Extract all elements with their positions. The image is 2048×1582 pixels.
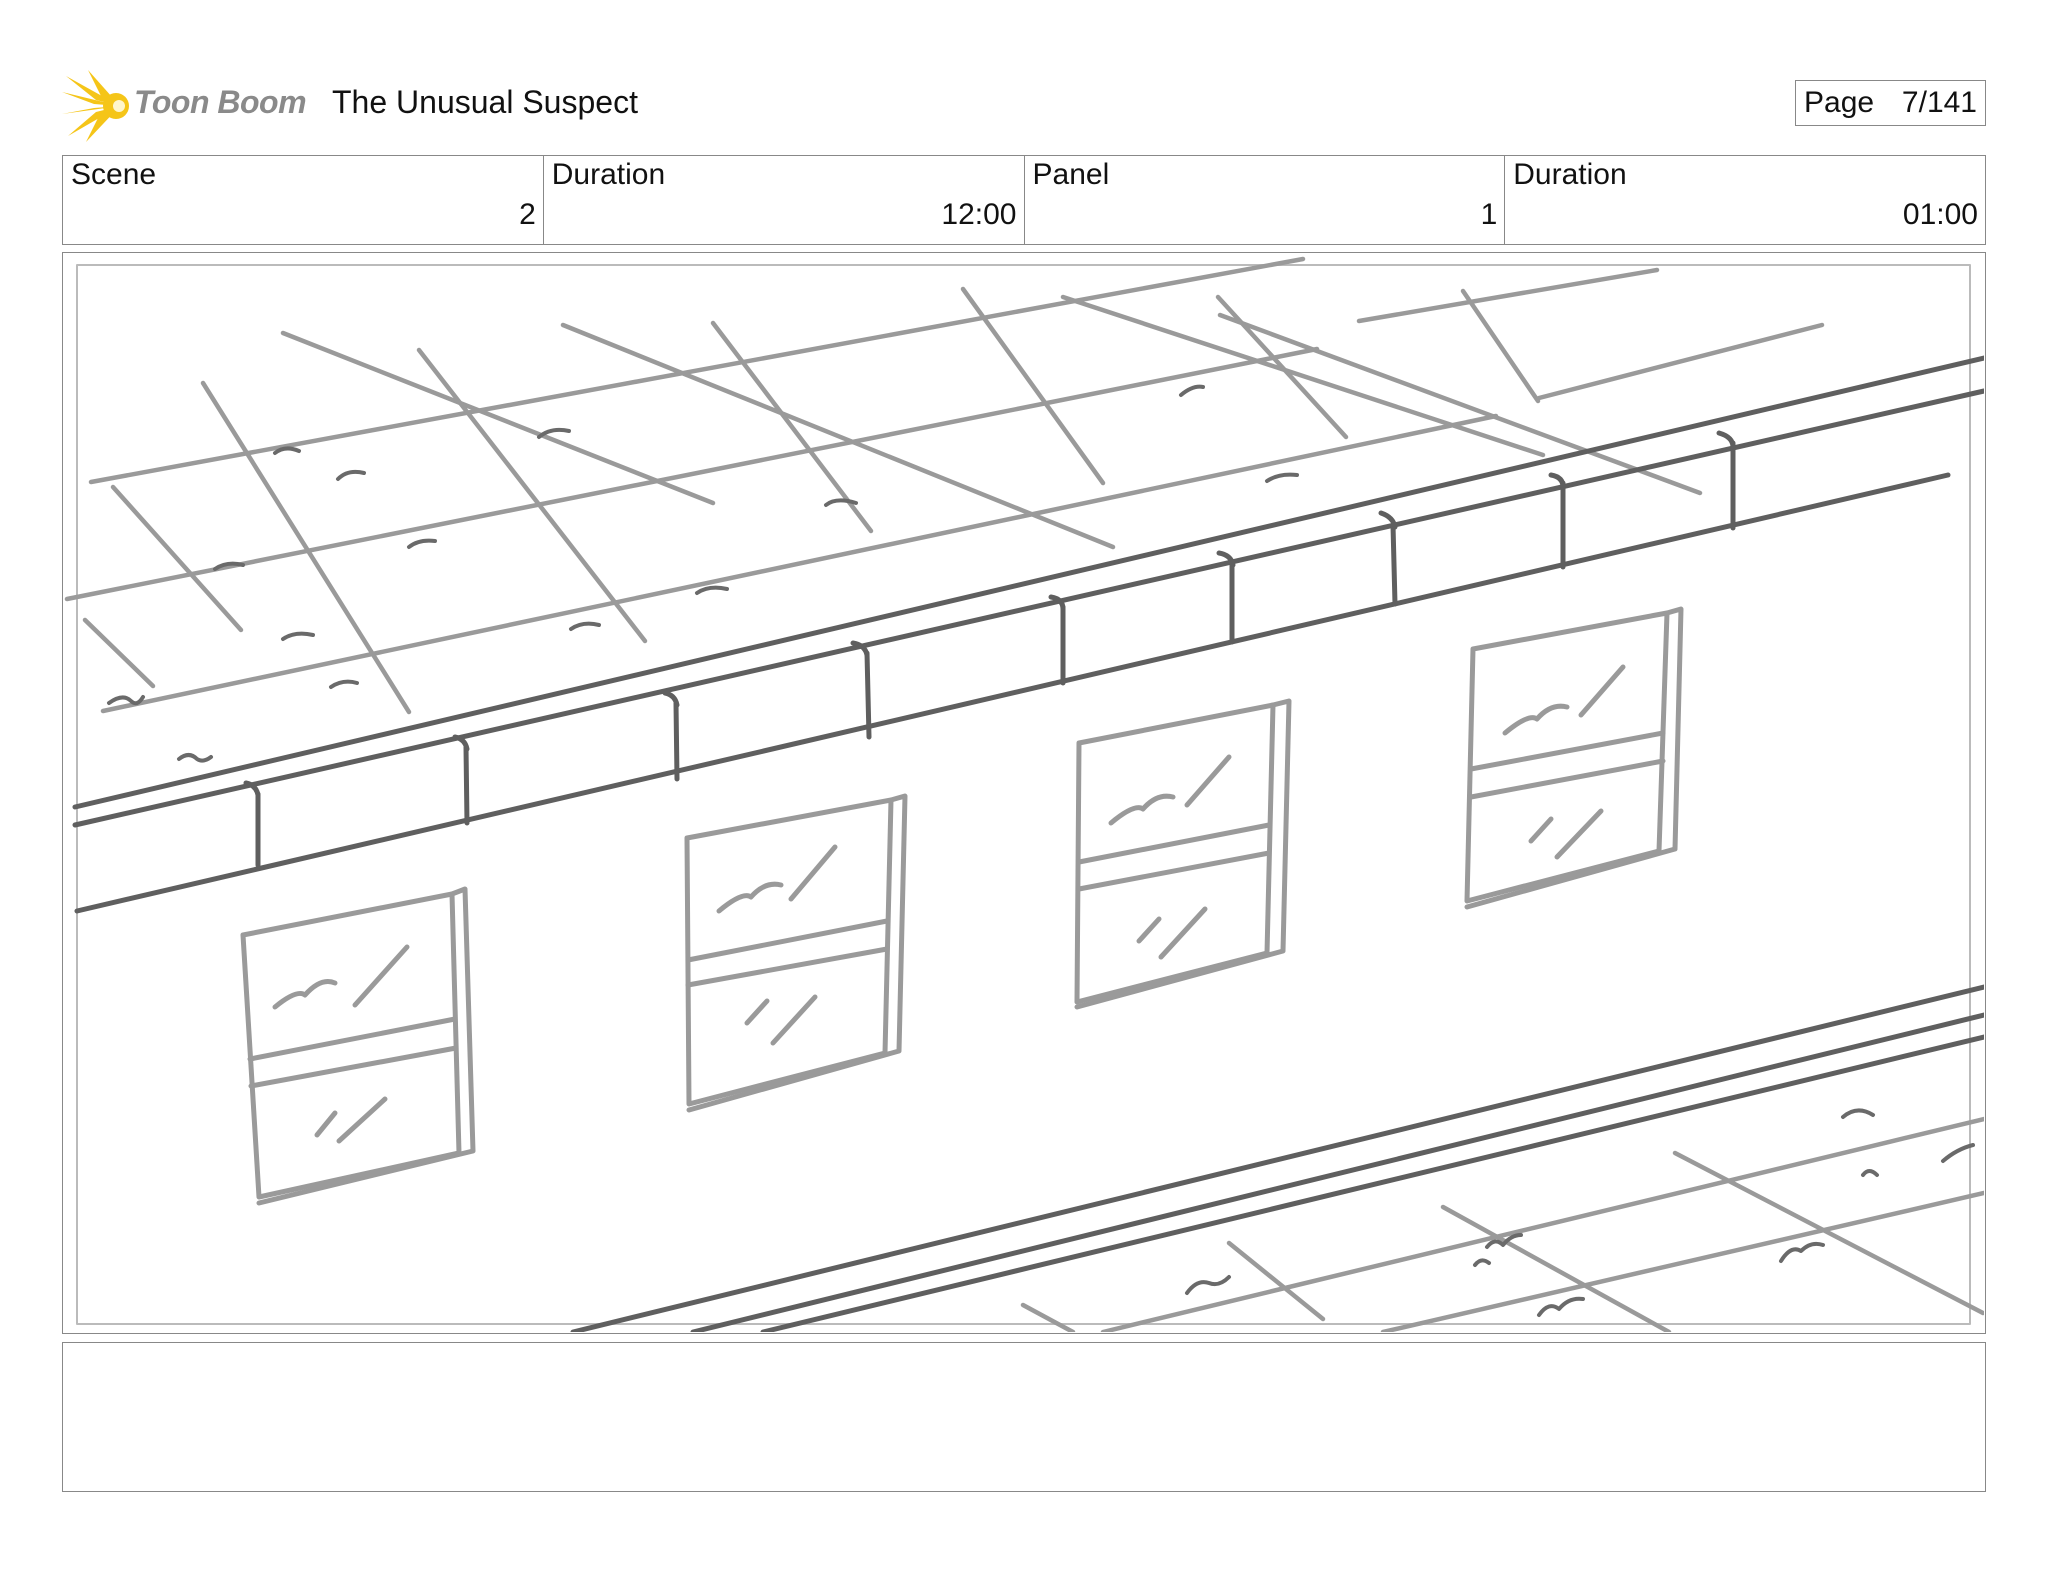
panel-cell: Panel 1: [1025, 156, 1506, 244]
scene-duration-cell: Duration 12:00: [544, 156, 1025, 244]
scene-info-table: Scene 2 Duration 12:00 Panel 1 Duration …: [62, 155, 1986, 245]
panel-duration-label: Duration: [1513, 158, 1627, 191]
scene-duration-value: 12:00: [941, 198, 1017, 231]
scene-cell: Scene 2: [63, 156, 544, 244]
panel-duration-cell: Duration 01:00: [1505, 156, 1985, 244]
toon-boom-logo: Toon Boom: [62, 70, 312, 142]
scene-duration-label: Duration: [551, 158, 666, 191]
window-4: [1464, 606, 1684, 910]
scene-value: 2: [519, 198, 536, 231]
window-1: [240, 886, 476, 1206]
panel-value: 1: [1480, 198, 1498, 231]
project-title: The Unusual Suspect: [332, 84, 638, 120]
page-indicator: Page 7/141: [1795, 80, 1986, 126]
window-2: [684, 793, 908, 1113]
window-3: [1074, 698, 1292, 1010]
scene-label: Scene: [71, 158, 157, 191]
panel-sketch-image: [64, 256, 1984, 1332]
panel-label: Panel: [1032, 158, 1110, 191]
starburst-icon: [62, 70, 129, 142]
caption-box: [62, 1342, 1986, 1492]
panel-duration-value: 01:00: [1902, 198, 1978, 231]
page-label: Page: [1804, 86, 1875, 119]
logo-text: Toon Boom: [134, 84, 307, 120]
page-value: 7/141: [1901, 86, 1977, 119]
storyboard-panel: [62, 252, 1986, 1334]
